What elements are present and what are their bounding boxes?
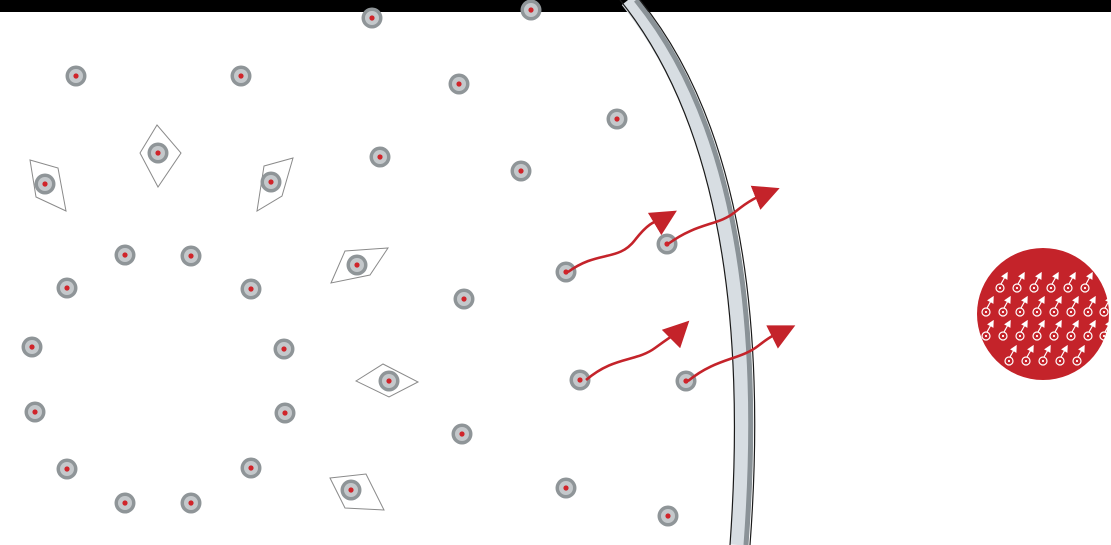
particle (676, 371, 697, 392)
particle (657, 234, 678, 255)
particle (22, 337, 43, 358)
particle (241, 458, 262, 479)
particle (35, 174, 56, 195)
flux-arrow (586, 328, 682, 380)
particle (148, 143, 169, 164)
particle (115, 245, 136, 266)
particle (231, 66, 252, 87)
particle-field (22, 0, 697, 527)
cell-membrane (620, 0, 755, 545)
particle (25, 402, 46, 423)
particle (379, 371, 400, 392)
particle (115, 493, 136, 514)
particle (66, 66, 87, 87)
particle (370, 147, 391, 168)
particle (275, 403, 296, 424)
particle (57, 278, 78, 299)
aligned-cluster (977, 248, 1110, 380)
particle (181, 246, 202, 267)
particle (521, 0, 542, 21)
particle (452, 424, 473, 445)
particle (511, 161, 532, 182)
outline-group (30, 125, 418, 510)
particle (449, 74, 470, 95)
particle (454, 289, 475, 310)
particle (341, 480, 362, 501)
particle (261, 172, 282, 193)
particle (241, 279, 262, 300)
particle (57, 459, 78, 480)
particle (181, 493, 202, 514)
particle (362, 8, 383, 29)
particle (556, 262, 577, 283)
particle (658, 506, 679, 527)
particle (607, 109, 628, 130)
flux-arrow (568, 216, 668, 272)
particle (274, 339, 295, 360)
particle (556, 478, 577, 499)
particle (347, 255, 368, 276)
